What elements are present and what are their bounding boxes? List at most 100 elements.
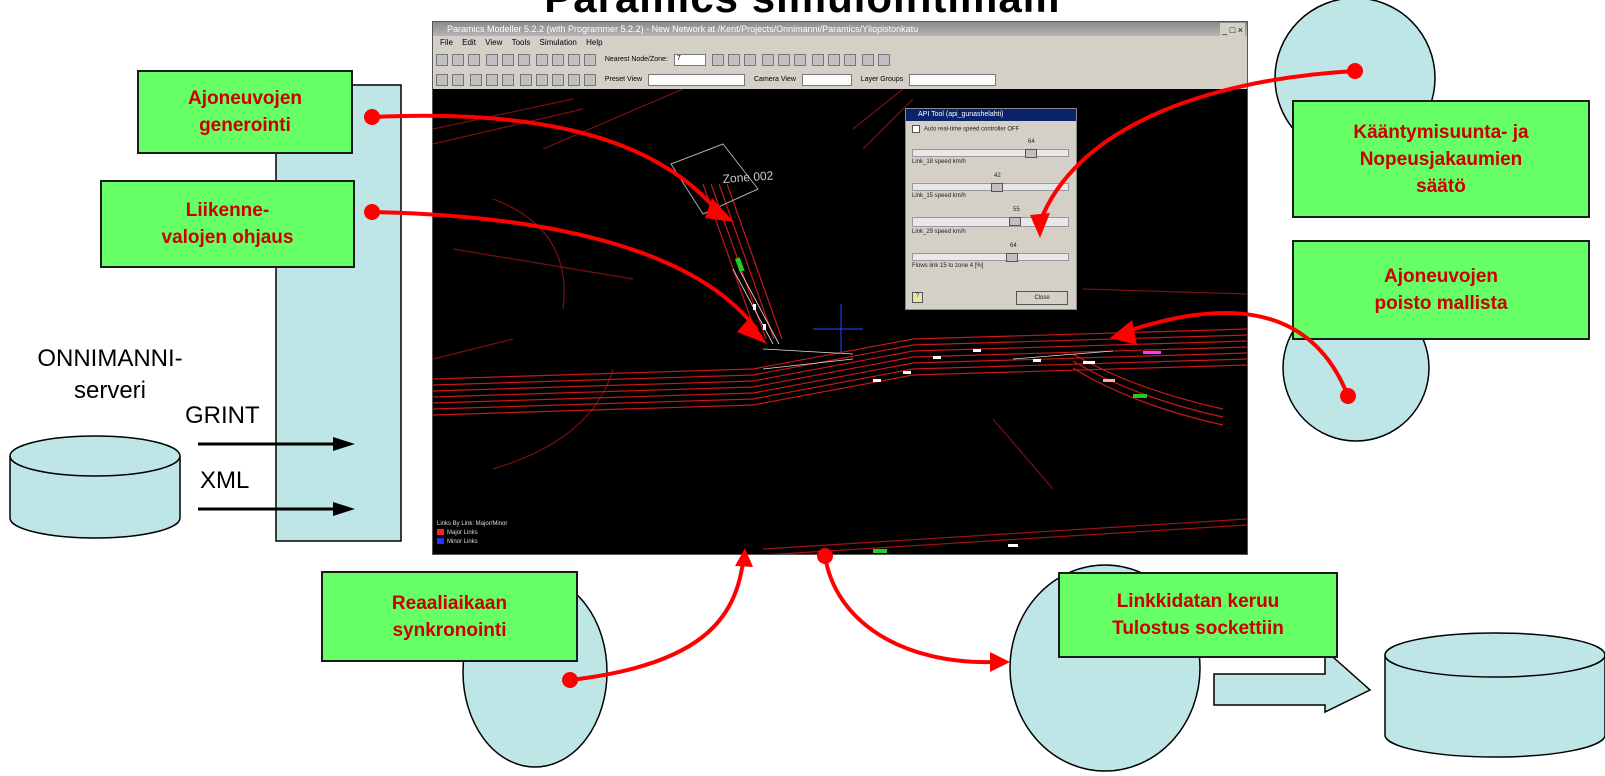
help-icon[interactable]: ? — [912, 292, 923, 303]
tool-icon[interactable] — [535, 54, 548, 66]
slider-thumb[interactable] — [1009, 217, 1022, 226]
slider-value: 55 — [1013, 207, 1020, 213]
auto-speed-label: Auto real-time speed controller OFF — [924, 126, 1020, 133]
xml-label: XML — [200, 467, 250, 494]
minor-swatch — [437, 538, 444, 545]
server-label: ONNIMANNI- serveri — [37, 345, 183, 404]
legend-item: Major Links — [437, 529, 507, 538]
menu-simulation[interactable]: Simulation — [539, 38, 577, 47]
tool-icon[interactable] — [519, 74, 532, 86]
box-kaantymisuunta: Kääntymisuunta- ja Nopeusjakaumien säätö — [1292, 100, 1590, 218]
nearest-node-input[interactable]: 7 — [673, 54, 706, 66]
menu-view[interactable]: View — [485, 38, 503, 47]
undo-icon[interactable] — [469, 74, 482, 86]
legend-title: Links By Link: Major/Minor — [437, 521, 508, 527]
tool-icon[interactable] — [583, 54, 596, 66]
tool-icon[interactable] — [711, 54, 724, 66]
box-liikennevalojen-ohjaus: Liikenne- valojen ohjaus — [100, 180, 355, 268]
box-ajoneuvojen-generointi: Ajoneuvojen generointi — [137, 70, 353, 154]
menu-file[interactable]: File — [440, 38, 453, 47]
tool-icon[interactable] — [761, 54, 774, 66]
tool-icon[interactable] — [843, 54, 856, 66]
tool-icon[interactable] — [452, 74, 464, 86]
xml-arrow-icon — [198, 502, 355, 516]
box-reaaliaikaan: Reaaliaikaan synkronointi — [321, 571, 578, 662]
camera-view-select[interactable] — [801, 74, 852, 86]
slider-value: 64 — [1028, 139, 1035, 145]
page-title: Paramics simulointimalli — [0, 0, 1605, 22]
flows-slider[interactable] — [912, 253, 1069, 262]
tool-icon[interactable] — [743, 54, 756, 66]
api-tool-dialog: API Tool (api_gunashelahti) Auto real-ti… — [905, 108, 1077, 310]
slider-label: Link_18 speed km/h — [912, 159, 966, 165]
tool-icon[interactable] — [777, 54, 790, 66]
grint-label: GRINT — [185, 402, 260, 429]
slider-value: 64 — [1010, 243, 1017, 249]
menu-edit[interactable]: Edit — [462, 38, 476, 47]
layer-groups-select[interactable] — [909, 74, 997, 86]
slider-label: Flows link 15 to zone 4 [%] — [912, 263, 984, 269]
tool-icon[interactable] — [583, 74, 596, 86]
legend-item: Minor Links — [437, 538, 507, 547]
new-icon[interactable] — [468, 54, 480, 66]
auto-speed-checkbox-row[interactable]: Auto real-time speed controller OFF — [912, 125, 1019, 133]
box-linkkidatan: Linkkidatan keruu Tulostus sockettiin — [1058, 572, 1338, 658]
tool-icon[interactable] — [567, 54, 580, 66]
paramics-window: Paramics Modeller 5.2.2 (with Programmer… — [432, 21, 1248, 555]
preset-view-select[interactable] — [648, 74, 746, 86]
menu-bar: File Edit View Tools Simulation Help — [433, 36, 1247, 49]
step-icon[interactable] — [877, 54, 890, 66]
save-icon[interactable] — [452, 54, 464, 66]
nearest-node-value: 7 — [676, 55, 681, 62]
slider-thumb[interactable] — [990, 183, 1003, 192]
tool-icon[interactable] — [811, 54, 824, 66]
slider-value: 42 — [994, 173, 1001, 179]
tool-icon[interactable] — [793, 54, 806, 66]
open-icon[interactable] — [436, 54, 448, 66]
zone-label: Zone 002 — [722, 168, 774, 186]
link15-speed-slider[interactable] — [912, 183, 1069, 192]
menu-help[interactable]: Help — [586, 38, 603, 47]
slider-label: Link_29 speed km/h — [912, 229, 966, 235]
tool-icon[interactable] — [535, 74, 548, 86]
legend-label: Minor Links — [447, 539, 478, 545]
api-tool-title: API Tool (api_gunashelahti) — [906, 109, 1076, 121]
output-database-icon — [1384, 632, 1605, 758]
link29-speed-slider[interactable] — [912, 217, 1069, 227]
network-canvas[interactable]: Zone 002 — [433, 89, 1247, 555]
camera-view-label: Camera View — [754, 76, 796, 83]
tool-icon[interactable] — [517, 54, 530, 66]
slider-thumb[interactable] — [1024, 149, 1037, 158]
window-titlebar: Paramics Modeller 5.2.2 (with Programmer… — [433, 22, 1247, 36]
close-button[interactable]: Close — [1016, 291, 1068, 305]
tool-icon[interactable] — [501, 74, 514, 86]
tool-icon[interactable] — [551, 54, 564, 66]
box-ajoneuvojen-poisto: Ajoneuvojen poisto mallista — [1292, 240, 1590, 340]
auto-speed-checkbox[interactable] — [912, 125, 920, 133]
slider-thumb[interactable] — [1006, 253, 1018, 262]
tool-icon[interactable] — [827, 54, 840, 66]
window-title: Paramics Modeller 5.2.2 (with Programmer… — [447, 24, 919, 34]
tool-icon[interactable] — [567, 74, 580, 86]
tool-icon[interactable] — [501, 54, 514, 66]
slider-label: Link_15 speed km/h — [912, 193, 966, 199]
legend-label: Major Links — [447, 530, 478, 536]
redo-icon[interactable] — [485, 74, 498, 86]
tool-icon[interactable] — [551, 74, 564, 86]
map-legend: Links By Link: Major/Minor Major Links M… — [437, 520, 507, 547]
major-swatch — [437, 529, 444, 536]
layer-groups-label: Layer Groups — [860, 76, 904, 83]
preset-view-label: Preset View — [604, 76, 643, 83]
toolbar-bottom: Preset View Camera View Layer Groups — [433, 69, 1247, 90]
menu-tools[interactable]: Tools — [511, 38, 531, 47]
tool-icon[interactable] — [485, 54, 498, 66]
output-arrow-icon — [1213, 648, 1372, 714]
link18-speed-slider[interactable] — [912, 149, 1069, 158]
window-controls[interactable]: _ □ × — [1220, 23, 1245, 36]
play-icon[interactable] — [861, 54, 874, 66]
tool-icon[interactable] — [727, 54, 740, 66]
tool-icon[interactable] — [436, 74, 448, 86]
toolbar-top: Nearest Node/Zone: 7 — [433, 49, 1247, 70]
grint-arrow-icon — [198, 437, 355, 451]
nearest-node-label: Nearest Node/Zone: — [604, 56, 668, 63]
